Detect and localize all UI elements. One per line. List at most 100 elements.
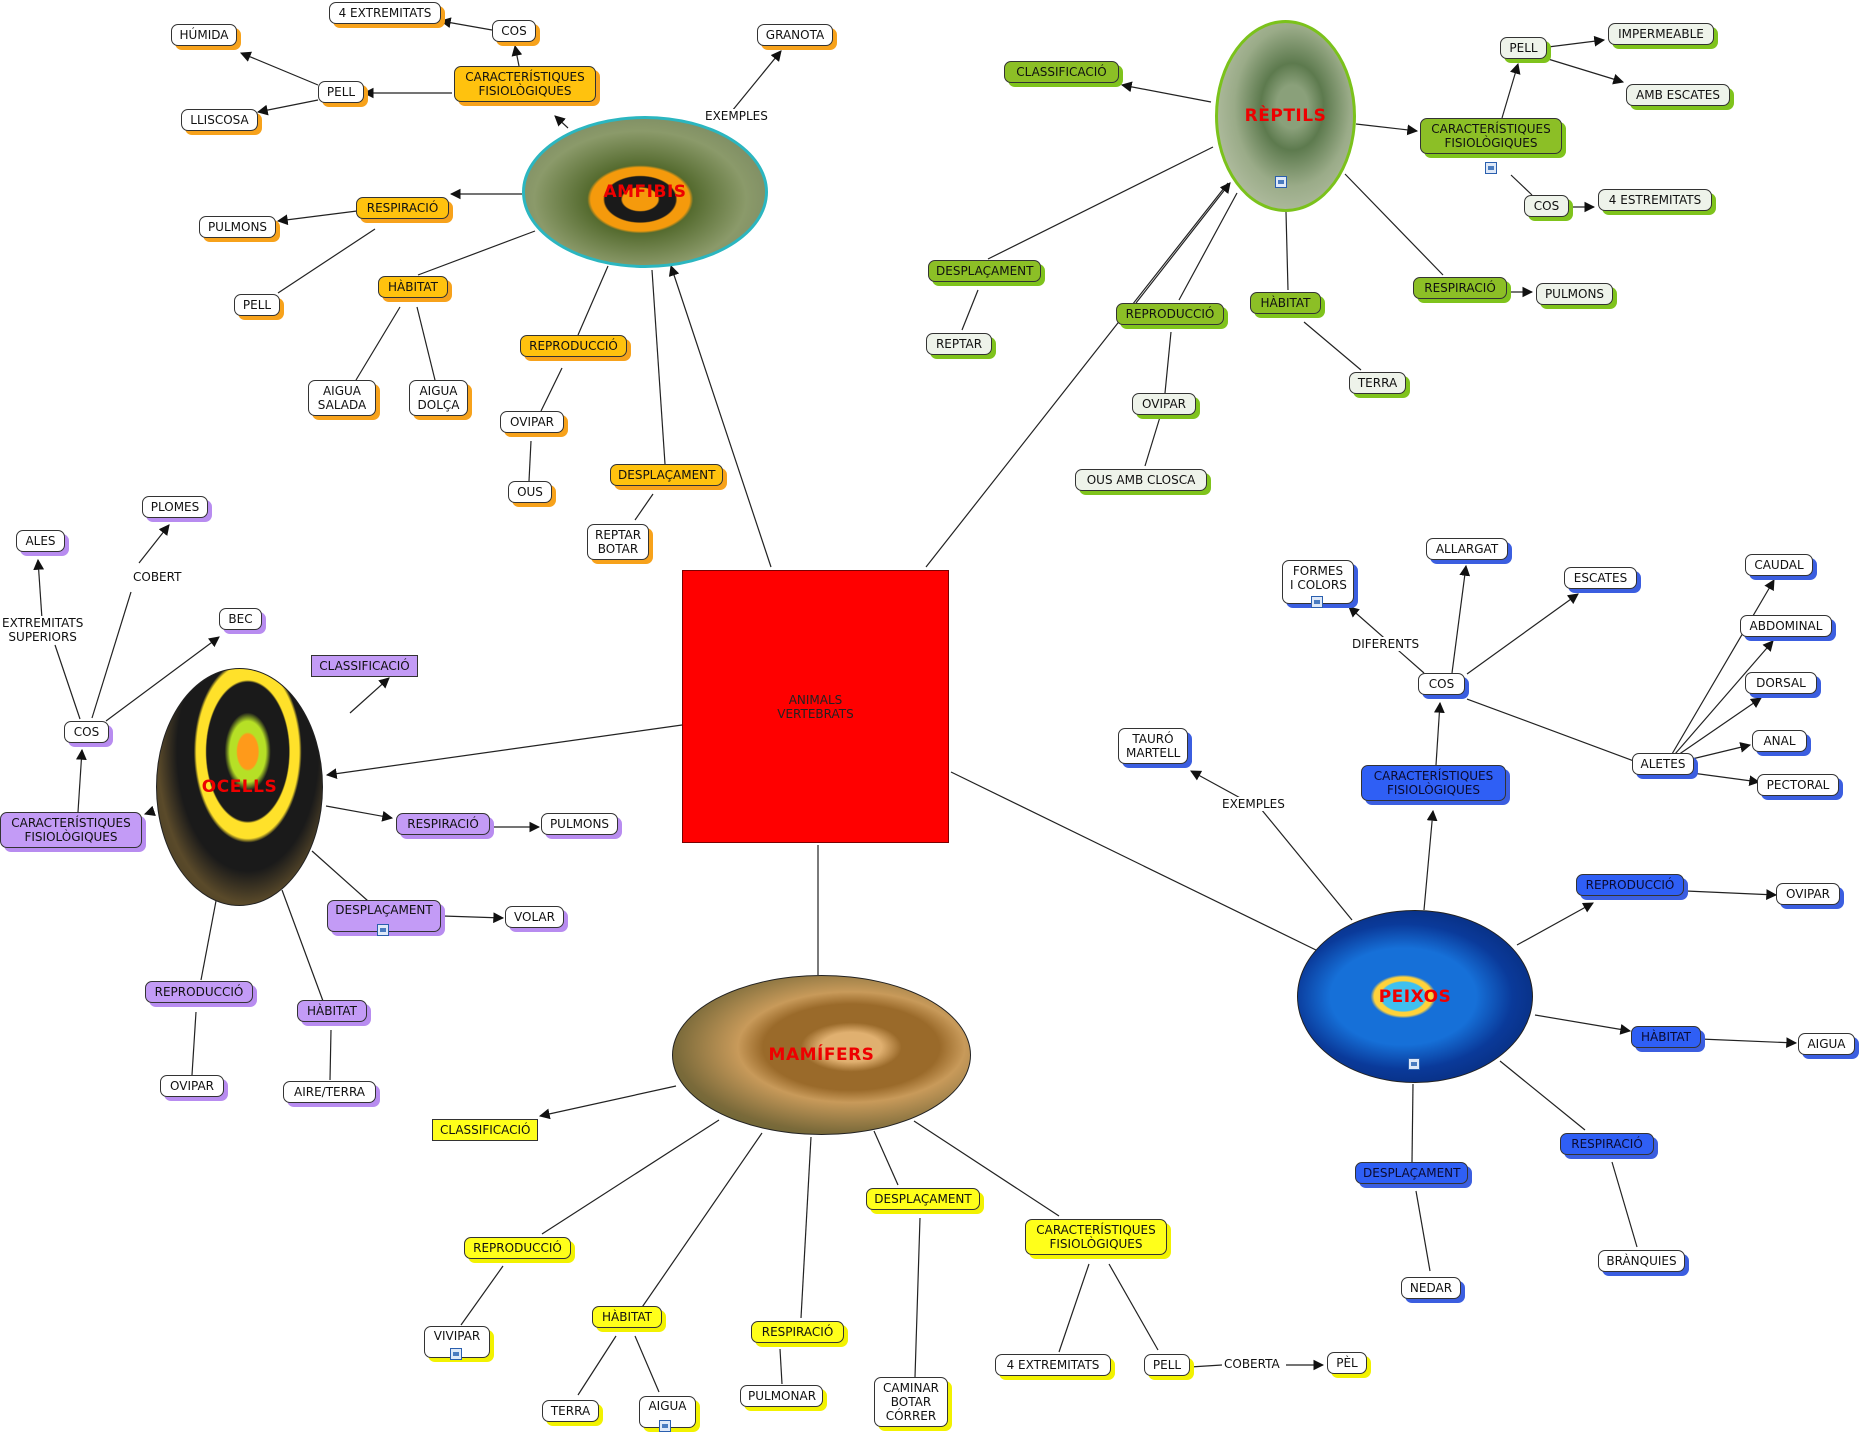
reptils-respiracio-node[interactable]: RESPIRACIÓ xyxy=(1413,277,1507,299)
ocells-volar-node[interactable]: VOLAR xyxy=(505,906,564,928)
peixos-desplacament-node[interactable]: DESPLAÇAMENT xyxy=(1355,1162,1468,1184)
ocells-cobert-label: COBERT xyxy=(131,570,184,584)
reptils-iguana-image[interactable]: RÈPTILS xyxy=(1215,20,1356,212)
peixos-reproduccio-node[interactable]: REPRODUCCIÓ xyxy=(1576,874,1684,896)
reptils-reproduccio-node[interactable]: REPRODUCCIÓ xyxy=(1116,303,1224,325)
peixos-title: PEIXOS xyxy=(1378,986,1452,1007)
amfibis-4-extremitats-node[interactable]: 4 EXTREMITATS xyxy=(329,2,441,24)
mamifers-terra-node[interactable]: TERRA xyxy=(542,1400,599,1422)
reptils-amb-escates-node[interactable]: AMB ESCATES xyxy=(1626,84,1730,106)
ocells-reproduccio-node[interactable]: REPRODUCCIÓ xyxy=(145,981,253,1003)
mamifers-pell-node[interactable]: PELL xyxy=(1144,1354,1190,1376)
peixos-fish-image[interactable]: PEIXOS xyxy=(1297,910,1533,1083)
reptils-ovipar-node[interactable]: OVIPAR xyxy=(1132,393,1196,415)
mamifers-title: MAMÍFERS xyxy=(768,1045,875,1065)
peixos-allargat-node[interactable]: ALLARGAT xyxy=(1426,538,1508,560)
reptils-caract-attachment-icon[interactable] xyxy=(1485,162,1497,174)
peixos-aigua-node[interactable]: AIGUA xyxy=(1798,1033,1855,1055)
mamifers-classificacio-node[interactable]: CLASSIFICACIÓ xyxy=(432,1119,538,1141)
peixos-aletes-node[interactable]: ALETES xyxy=(1632,753,1694,775)
reptils-pulmons-node[interactable]: PULMONS xyxy=(1536,283,1613,305)
peixos-ovipar-node[interactable]: OVIPAR xyxy=(1776,883,1840,905)
mamifers-respiracio-node[interactable]: RESPIRACIÓ xyxy=(751,1321,844,1343)
ocells-pulmons-node[interactable]: PULMONS xyxy=(541,813,618,835)
ocells-respiracio-node[interactable]: RESPIRACIÓ xyxy=(396,813,490,835)
ocells-habitat-node[interactable]: HÀBITAT xyxy=(297,1000,367,1022)
mamifers-coberta-label: COBERTA xyxy=(1222,1357,1282,1371)
mamifers-caminar-botar-correr-node[interactable]: CAMINAR BOTAR CÓRRER xyxy=(874,1377,948,1427)
reptils-4-estremitats-node[interactable]: 4 ESTREMITATS xyxy=(1598,189,1712,211)
amfibis-desplacament-node[interactable]: DESPLAÇAMENT xyxy=(610,464,723,486)
mamifers-4-extremitats-node[interactable]: 4 EXTREMITATS xyxy=(995,1354,1111,1376)
ocells-toucan-image[interactable]: OCELLS xyxy=(156,668,323,906)
amfibis-reptar-botar-node[interactable]: REPTAR BOTAR xyxy=(587,524,649,560)
peixos-respiracio-node[interactable]: RESPIRACIÓ xyxy=(1560,1133,1654,1155)
ocells-title: OCELLS xyxy=(201,777,278,797)
amfibis-caracteristiques-node[interactable]: CARACTERÍSTIQUES FISIOLÒGIQUES xyxy=(454,66,596,102)
reptils-terra-node[interactable]: TERRA xyxy=(1349,372,1406,394)
ocells-caracteristiques-node[interactable]: CARACTERÍSTIQUES FISIOLÒGIQUES xyxy=(0,812,142,848)
ocells-classificacio-node[interactable]: CLASSIFICACIÓ xyxy=(311,655,418,677)
reptils-reptar-node[interactable]: REPTAR xyxy=(926,333,992,355)
reptils-desplacament-node[interactable]: DESPLAÇAMENT xyxy=(928,260,1041,282)
peixos-dorsal-node[interactable]: DORSAL xyxy=(1745,672,1817,694)
mamifers-aigua-attachment-icon[interactable] xyxy=(659,1420,671,1432)
ocells-desplacament-attachment-icon[interactable] xyxy=(377,924,389,936)
peixos-habitat-node[interactable]: HÀBITAT xyxy=(1631,1026,1701,1048)
peixos-anal-node[interactable]: ANAL xyxy=(1752,730,1807,752)
peixos-image-attachment-icon[interactable] xyxy=(1408,1058,1420,1070)
amfibis-respiracio-node[interactable]: RESPIRACIÓ xyxy=(356,197,449,219)
amfibis-pulmons-node[interactable]: PULMONS xyxy=(199,216,276,238)
amfibis-ous-node[interactable]: OUS xyxy=(508,481,552,503)
reptils-pell-node[interactable]: PELL xyxy=(1500,37,1547,59)
mamifers-pulmonar-node[interactable]: PULMONAR xyxy=(740,1385,823,1407)
mamifers-vivipar-attachment-icon[interactable] xyxy=(450,1348,462,1360)
ocells-bec-node[interactable]: BEC xyxy=(219,608,262,630)
central-topic-animals-vertebrats[interactable]: ANIMALS VERTEBRATS xyxy=(682,570,949,843)
ocells-aire-terra-node[interactable]: AIRE/TERRA xyxy=(283,1081,376,1103)
amfibis-salamander-image[interactable]: AMFIBIS xyxy=(522,116,768,268)
reptils-image-attachment-icon[interactable] xyxy=(1275,176,1287,188)
ocells-plomes-node[interactable]: PLOMES xyxy=(142,496,208,518)
amfibis-pell-respiracio-node[interactable]: PELL xyxy=(234,294,280,316)
ocells-cos-node[interactable]: COS xyxy=(64,721,109,743)
reptils-classificacio-node[interactable]: CLASSIFICACIÓ xyxy=(1004,61,1119,83)
amfibis-humida-node[interactable]: HÚMIDA xyxy=(171,24,237,46)
mamifers-reproduccio-node[interactable]: REPRODUCCIÓ xyxy=(464,1237,571,1259)
peixos-nedar-node[interactable]: NEDAR xyxy=(1401,1277,1461,1299)
amfibis-cos-node[interactable]: COS xyxy=(492,20,536,42)
mamifers-pel-node[interactable]: PÈL xyxy=(1327,1352,1367,1374)
amfibis-aigua-dolca-node[interactable]: AIGUA DOLÇA xyxy=(409,380,468,416)
amfibis-aigua-salada-node[interactable]: AIGUA SALADA xyxy=(308,380,376,416)
reptils-ous-amb-closca-node[interactable]: OUS AMB CLOSCA xyxy=(1075,469,1207,491)
mamifers-lion-image[interactable]: MAMÍFERS xyxy=(672,975,971,1135)
mamifers-desplacament-node[interactable]: DESPLAÇAMENT xyxy=(866,1188,980,1210)
amfibis-lliscosa-node[interactable]: LLISCOSA xyxy=(181,109,258,131)
peixos-formes-attachment-icon[interactable] xyxy=(1311,596,1323,608)
reptils-cos-node[interactable]: COS xyxy=(1524,195,1569,217)
peixos-pectoral-node[interactable]: PECTORAL xyxy=(1757,774,1839,796)
peixos-diferents-label: DIFERENTS xyxy=(1350,637,1422,651)
ocells-ales-node[interactable]: ALES xyxy=(16,530,65,552)
peixos-cos-node[interactable]: COS xyxy=(1418,673,1465,695)
peixos-formes-colors-node[interactable]: FORMES I COLORS xyxy=(1282,560,1354,604)
amfibis-granota-node[interactable]: GRANOTA xyxy=(757,24,833,46)
amfibis-ovipar-node[interactable]: OVIPAR xyxy=(500,411,564,433)
mamifers-habitat-node[interactable]: HÀBITAT xyxy=(592,1306,662,1328)
amfibis-pell-node[interactable]: PELL xyxy=(318,81,364,103)
peixos-abdominal-node[interactable]: ABDOMINAL xyxy=(1740,615,1832,637)
reptils-habitat-node[interactable]: HÀBITAT xyxy=(1250,292,1321,314)
peixos-branquies-node[interactable]: BRÀNQUIES xyxy=(1598,1250,1685,1272)
ocells-ovipar-node[interactable]: OVIPAR xyxy=(160,1075,224,1097)
peixos-escates-node[interactable]: ESCATES xyxy=(1564,567,1637,589)
peixos-caracteristiques-node[interactable]: CARACTERÍSTIQUES FISIOLÒGIQUES xyxy=(1361,765,1506,801)
amfibis-title: AMFIBIS xyxy=(603,182,687,202)
amfibis-reproduccio-node[interactable]: REPRODUCCIÓ xyxy=(520,335,627,357)
mamifers-caracteristiques-node[interactable]: CARACTERÍSTIQUES FISIOLÒGIQUES xyxy=(1025,1219,1167,1255)
reptils-impermeable-node[interactable]: IMPERMEABLE xyxy=(1608,23,1714,45)
peixos-tauro-martell-node[interactable]: TAURÓ MARTELL xyxy=(1118,728,1188,764)
reptils-caracteristiques-node[interactable]: CARACTERÍSTIQUES FISIOLÒGIQUES xyxy=(1420,118,1562,154)
peixos-caudal-node[interactable]: CAUDAL xyxy=(1745,554,1813,576)
peixos-exemples-label: EXEMPLES xyxy=(1220,797,1287,811)
amfibis-habitat-node[interactable]: HÀBITAT xyxy=(378,276,448,298)
